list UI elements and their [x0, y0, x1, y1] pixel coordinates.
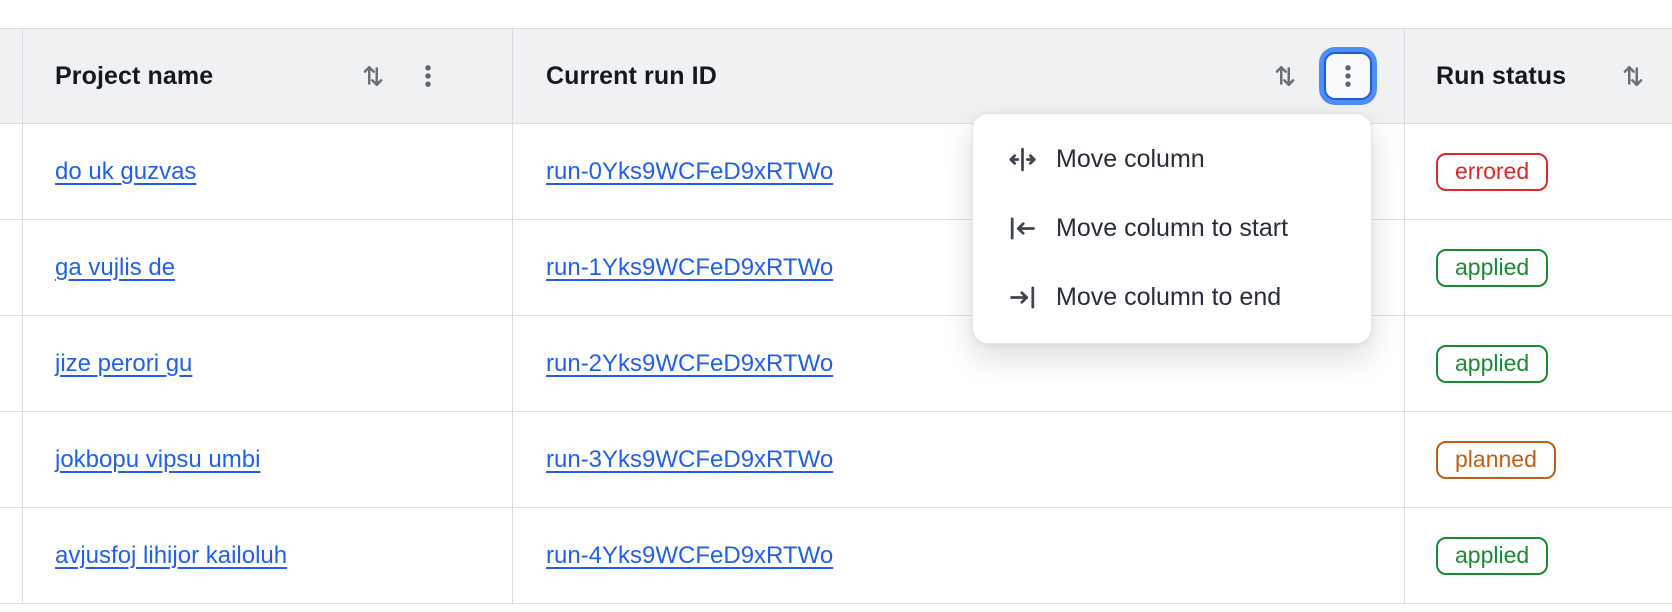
run-id-link[interactable]: run-0Yks9WCFeD9xRTWo — [546, 157, 834, 185]
project-link[interactable]: jokbopu vipsu umbi — [55, 445, 261, 473]
run-status-cell: planned — [1405, 412, 1672, 507]
column-header-run-status: Run status — [1405, 29, 1672, 123]
project-name-cell: ga vujlis de — [23, 220, 513, 315]
move-column-icon — [1009, 147, 1036, 172]
run-id-cell: run-0Yks9WCFeD9xRTWo — [513, 124, 1405, 219]
gutter-header-cell — [0, 29, 23, 123]
column-header-project-name: Project name — [23, 29, 513, 123]
table-row: jokbopu vipsu umbi run-3Yks9WCFeD9xRTWo … — [0, 412, 1672, 508]
run-status-cell: errored — [1405, 124, 1672, 219]
sort-arrows-icon[interactable] — [1270, 61, 1300, 91]
column-options-menu: Move column Move column to start Move co… — [972, 113, 1372, 344]
table-row: jize perori gu run-2Yks9WCFeD9xRTWo appl… — [0, 316, 1672, 412]
table-body: do uk guzvas run-0Yks9WCFeD9xRTWo errore… — [0, 124, 1672, 604]
run-id-link[interactable]: run-2Yks9WCFeD9xRTWo — [546, 349, 834, 377]
gutter-cell — [0, 220, 23, 315]
run-status-cell: applied — [1405, 220, 1672, 315]
project-link[interactable]: avjusfoj lihijor kailoluh — [55, 541, 288, 569]
table-row: avjusfoj lihijor kailoluh run-4Yks9WCFeD… — [0, 508, 1672, 604]
status-badge: planned — [1436, 440, 1556, 479]
table-header-row: Project name Current run ID — [0, 28, 1672, 124]
menu-item-move-column-to-end[interactable]: Move column to end — [973, 263, 1371, 332]
column-header-current-run-id: Current run ID — [513, 29, 1405, 123]
menu-item-move-column[interactable]: Move column — [973, 125, 1371, 194]
menu-item-label: Move column — [1056, 145, 1205, 173]
gutter-cell — [0, 508, 23, 603]
column-label-run-status: Run status — [1436, 61, 1567, 90]
gutter-cell — [0, 124, 23, 219]
run-id-link[interactable]: run-1Yks9WCFeD9xRTWo — [546, 253, 834, 281]
gutter-cell — [0, 316, 23, 411]
project-link[interactable]: do uk guzvas — [55, 157, 197, 185]
kebab-menu-icon[interactable] — [414, 62, 442, 90]
projects-table: Project name Current run ID — [0, 28, 1672, 604]
run-id-cell: run-2Yks9WCFeD9xRTWo — [513, 316, 1405, 411]
run-status-cell: applied — [1405, 316, 1672, 411]
menu-item-move-column-to-start[interactable]: Move column to start — [973, 194, 1371, 263]
table-row: do uk guzvas run-0Yks9WCFeD9xRTWo errore… — [0, 124, 1672, 220]
run-id-link[interactable]: run-4Yks9WCFeD9xRTWo — [546, 541, 834, 569]
project-name-cell: do uk guzvas — [23, 124, 513, 219]
run-id-cell: run-1Yks9WCFeD9xRTWo — [513, 220, 1405, 315]
project-name-cell: jokbopu vipsu umbi — [23, 412, 513, 507]
project-name-cell: avjusfoj lihijor kailoluh — [23, 508, 513, 603]
move-column-to-end-icon — [1010, 286, 1035, 309]
table-row: ga vujlis de run-1Yks9WCFeD9xRTWo applie… — [0, 220, 1672, 316]
menu-item-label: Move column to end — [1056, 283, 1282, 311]
project-link[interactable]: ga vujlis de — [55, 253, 176, 281]
status-badge: applied — [1436, 344, 1549, 383]
sort-arrows-icon[interactable] — [358, 61, 388, 91]
sort-arrows-icon[interactable] — [1618, 61, 1648, 91]
run-id-cell: run-3Yks9WCFeD9xRTWo — [513, 412, 1405, 507]
status-badge: applied — [1436, 536, 1549, 575]
run-id-link[interactable]: run-3Yks9WCFeD9xRTWo — [546, 445, 834, 473]
status-badge: errored — [1436, 152, 1549, 191]
project-link[interactable]: jize perori gu — [55, 349, 193, 377]
kebab-menu-icon — [1345, 65, 1351, 87]
run-id-cell: run-4Yks9WCFeD9xRTWo — [513, 508, 1405, 603]
run-status-cell: applied — [1405, 508, 1672, 603]
column-label-project-name: Project name — [55, 61, 214, 90]
column-label-current-run-id: Current run ID — [546, 61, 717, 90]
kebab-menu-button-focused[interactable] — [1324, 52, 1372, 100]
project-name-cell: jize perori gu — [23, 316, 513, 411]
gutter-cell — [0, 412, 23, 507]
menu-item-label: Move column to start — [1056, 214, 1289, 242]
status-badge: applied — [1436, 248, 1549, 287]
move-column-to-start-icon — [1010, 217, 1035, 240]
